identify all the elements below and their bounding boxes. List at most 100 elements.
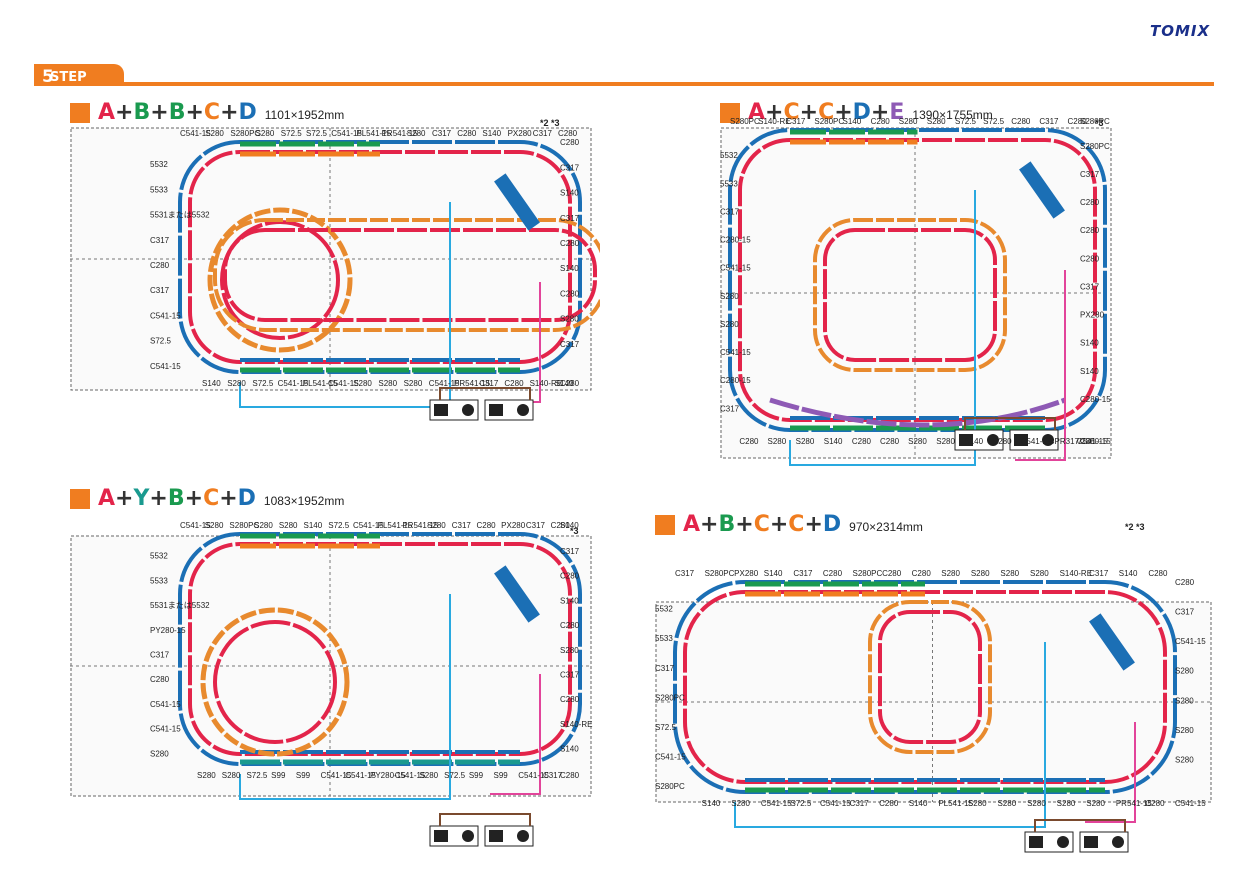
feeder-wire-pink xyxy=(1015,270,1066,461)
track-label: S72.5 xyxy=(955,117,976,126)
track-label: S280PC xyxy=(229,521,259,530)
track-label: 5531または5532 xyxy=(150,601,210,610)
track-label: C541-15 xyxy=(353,521,384,530)
track-label: C541-15 xyxy=(820,799,851,808)
track-label: S140 xyxy=(202,379,221,388)
track-label: S99 xyxy=(494,771,509,780)
track-label: S280 xyxy=(927,117,946,126)
track-label: PY280-15 xyxy=(370,771,406,780)
track-label: C317 xyxy=(720,404,740,413)
power-cable xyxy=(964,417,1056,430)
feeder-wire-blue xyxy=(239,594,451,800)
switch-icon xyxy=(1014,434,1028,446)
layout-size: 1101×1952mm xyxy=(264,108,345,122)
track-label: S280 xyxy=(560,315,579,324)
track-label: C317 xyxy=(1080,170,1100,179)
combo-letter: D xyxy=(238,100,257,125)
combo-plus: + xyxy=(765,100,784,125)
track-label: PL541-15 xyxy=(356,129,391,138)
combo-plus: + xyxy=(799,100,819,125)
combo-plus: + xyxy=(834,100,853,125)
track-label: S140 xyxy=(764,569,783,578)
combo-letter: A xyxy=(98,100,116,125)
track-label: S140 xyxy=(304,521,323,530)
track-label: S280 xyxy=(197,771,216,780)
track-label: C317 xyxy=(1039,117,1059,126)
track-label: S72.5 xyxy=(306,129,327,138)
elevated-oval-orange xyxy=(868,600,992,754)
combo-letter: B xyxy=(133,100,151,125)
track-label: C280-15 xyxy=(720,376,751,385)
track-label: S140 xyxy=(909,799,928,808)
track-label: S140 xyxy=(1080,339,1099,348)
track-label: PL541-15 xyxy=(378,521,413,530)
inner-oval-red xyxy=(223,228,597,322)
track-label: 5533 xyxy=(720,179,738,188)
track-label: S72.5 xyxy=(252,379,273,388)
track-label: C317 xyxy=(452,521,472,530)
combo-letter: B xyxy=(718,512,736,537)
track-label: S280 xyxy=(1000,569,1019,578)
switch-icon xyxy=(1029,836,1043,848)
track-label: C541-15 xyxy=(429,379,460,388)
track-label: C280 xyxy=(879,799,899,808)
track-label: S280PC xyxy=(655,782,685,791)
control-knob-icon xyxy=(517,404,529,416)
track-label: C317 xyxy=(655,664,675,673)
track-label: C541-15 xyxy=(150,362,181,371)
track-label: CPR317/280 xyxy=(1049,437,1095,446)
track-label: C541-15 xyxy=(331,129,362,138)
track-label: S72.5 xyxy=(655,723,676,732)
track-label: C280 xyxy=(457,129,477,138)
tomix-logo: TOMIX xyxy=(1150,22,1211,40)
track-label: C541-15 xyxy=(150,311,181,320)
feeder-wire-pink xyxy=(1085,722,1136,823)
track-label: C317 xyxy=(793,569,813,578)
track-label: C541-15 xyxy=(720,348,751,357)
combo-plus: + xyxy=(149,486,168,511)
track-label: C280 xyxy=(993,437,1013,446)
track-label: C317 xyxy=(543,771,563,780)
power-cable xyxy=(439,387,531,400)
track-label: S280 xyxy=(419,771,438,780)
combo-plus: + xyxy=(220,100,239,125)
inner-oval-red xyxy=(878,610,982,744)
switch-icon xyxy=(434,404,448,416)
track-label: C280 xyxy=(1011,117,1031,126)
combo-letter: C xyxy=(818,100,835,125)
track-label: S280 xyxy=(1086,799,1105,808)
track-label: C280 xyxy=(560,621,580,630)
track-label: C280-15 xyxy=(1080,437,1111,446)
track-label: S280PC xyxy=(814,117,844,126)
track-label: C317 xyxy=(150,286,170,295)
track-label: 5533 xyxy=(655,634,673,643)
track-label: C317 xyxy=(1089,569,1109,578)
combo-letter: D xyxy=(852,100,871,125)
track-label: S280PC xyxy=(1080,142,1110,151)
track-label: S280PC xyxy=(230,129,260,138)
track-label: C280 xyxy=(560,239,580,248)
track-label: S280 xyxy=(407,129,426,138)
track-label: C317 xyxy=(1080,282,1100,291)
layout-size: 1083×1952mm xyxy=(263,494,345,508)
track-label: S280 xyxy=(899,117,918,126)
track-label: S280 xyxy=(227,379,246,388)
track-label: S72.5 xyxy=(790,799,811,808)
switch-icon xyxy=(489,830,503,842)
track-label: PR541-15 xyxy=(402,521,439,530)
track-label: PR541-15 xyxy=(382,129,419,138)
footnote-refs: *2 *3 xyxy=(1125,522,1145,532)
title-square-icon xyxy=(655,514,675,535)
track-label: S280 xyxy=(404,379,423,388)
track-label: S280 xyxy=(768,437,787,446)
combo-letter: B xyxy=(167,486,185,511)
track-label: S140 xyxy=(482,129,501,138)
combo-plus: + xyxy=(185,100,204,125)
track-label: C280 xyxy=(560,695,580,704)
track-label: C280 xyxy=(476,521,496,530)
combo-plus: + xyxy=(115,486,134,511)
